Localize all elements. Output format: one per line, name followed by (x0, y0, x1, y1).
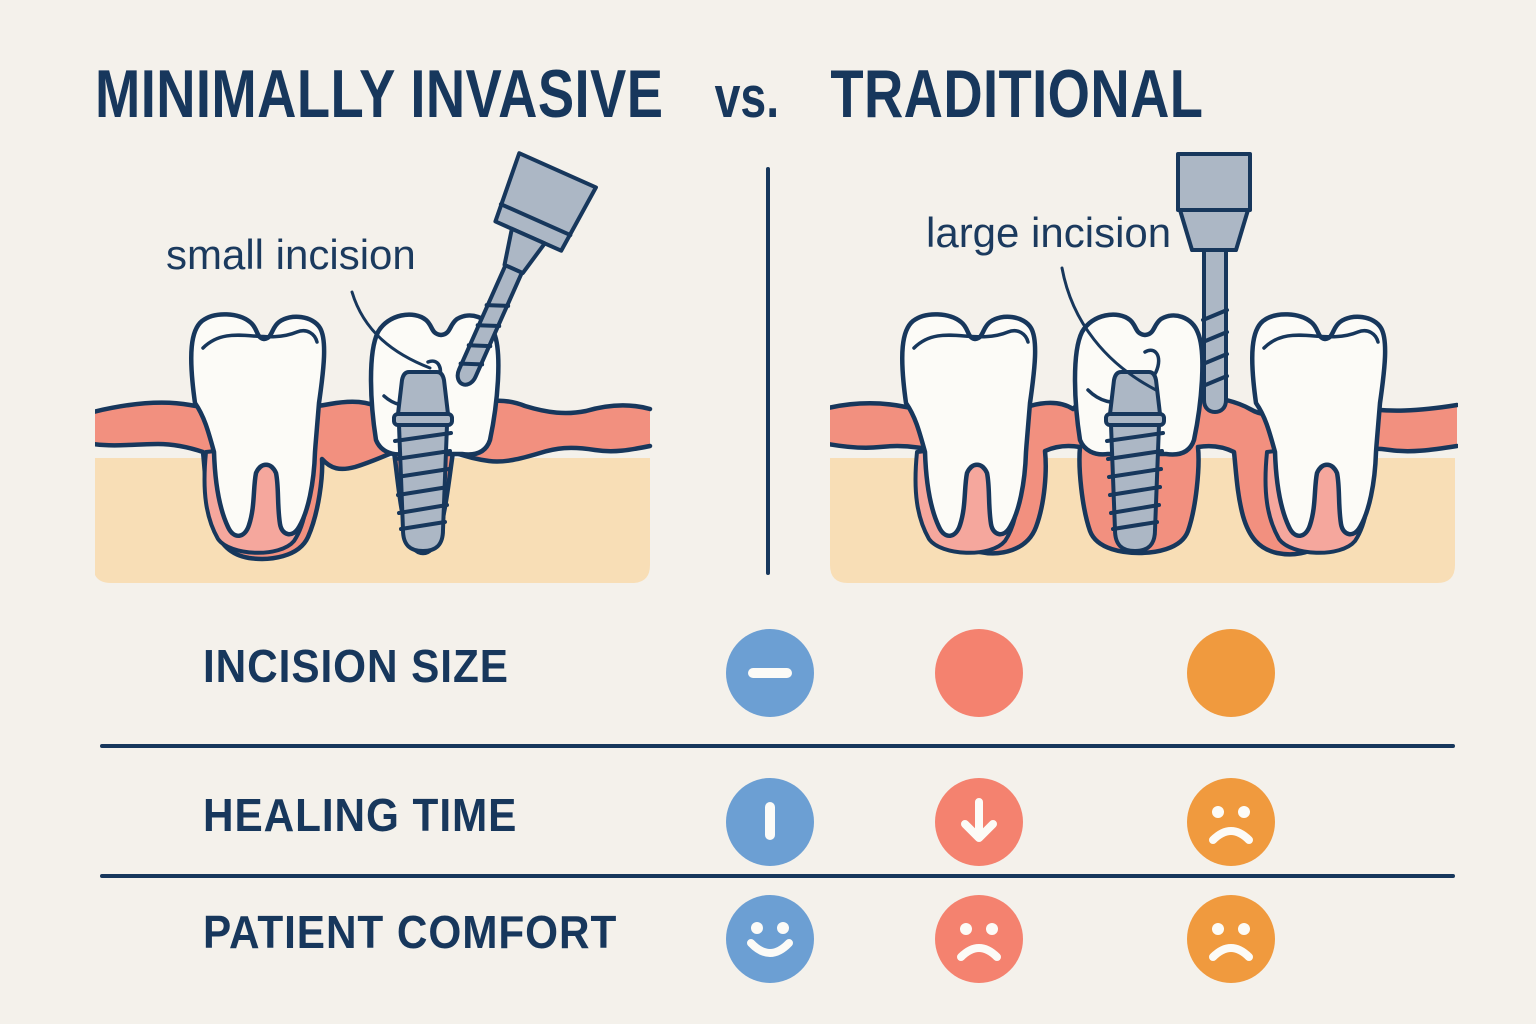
implant-abutment (396, 370, 450, 416)
traditional-illustration (830, 152, 1458, 583)
healing-time-bar-icon (726, 778, 814, 866)
drill-bit (1202, 248, 1228, 414)
dental-drill (1176, 152, 1252, 414)
dental-drill (455, 151, 598, 387)
title-left: MINIMALLY INVASIVE (95, 56, 664, 132)
drill-handpiece (1176, 152, 1252, 212)
row-label-patient-comfort: PATIENT COMFORT (203, 906, 618, 958)
large-incision-pointer-line (1060, 266, 1158, 392)
row-label-incision-size: INCISION SIZE (203, 640, 509, 692)
patient-comfort-smile-face-icon (726, 895, 814, 983)
table-divider (100, 874, 1455, 878)
small-incision-label: small incision (166, 231, 416, 278)
small-incision-pointer-line (350, 290, 432, 370)
patient-comfort-sad-face-icon (935, 895, 1023, 983)
row-label-healing-time: HEALING TIME (203, 789, 518, 841)
drill-handpiece (493, 151, 598, 253)
healing-time-down-arrow-icon (935, 778, 1023, 866)
incision-size-minus-icon (726, 629, 814, 717)
healing-time-sad-face-icon (1187, 778, 1275, 866)
bone-cross-section (95, 458, 650, 583)
minimally-invasive-illustration (95, 151, 653, 583)
patient-comfort-sad-face-icon (1187, 895, 1275, 983)
title-separator: vs. (714, 65, 780, 130)
table-divider (100, 744, 1455, 748)
incision-size-orange-circle (1187, 629, 1275, 717)
drill-chuck (1178, 208, 1250, 252)
panel-divider (766, 167, 770, 575)
title-right: TRADITIONAL (830, 56, 1204, 132)
large-incision-label: large incision (926, 209, 1172, 256)
incision-size-red-circle (935, 629, 1023, 717)
page-title: MINIMALLY INVASIVE vs. TRADITIONAL (95, 60, 1203, 128)
